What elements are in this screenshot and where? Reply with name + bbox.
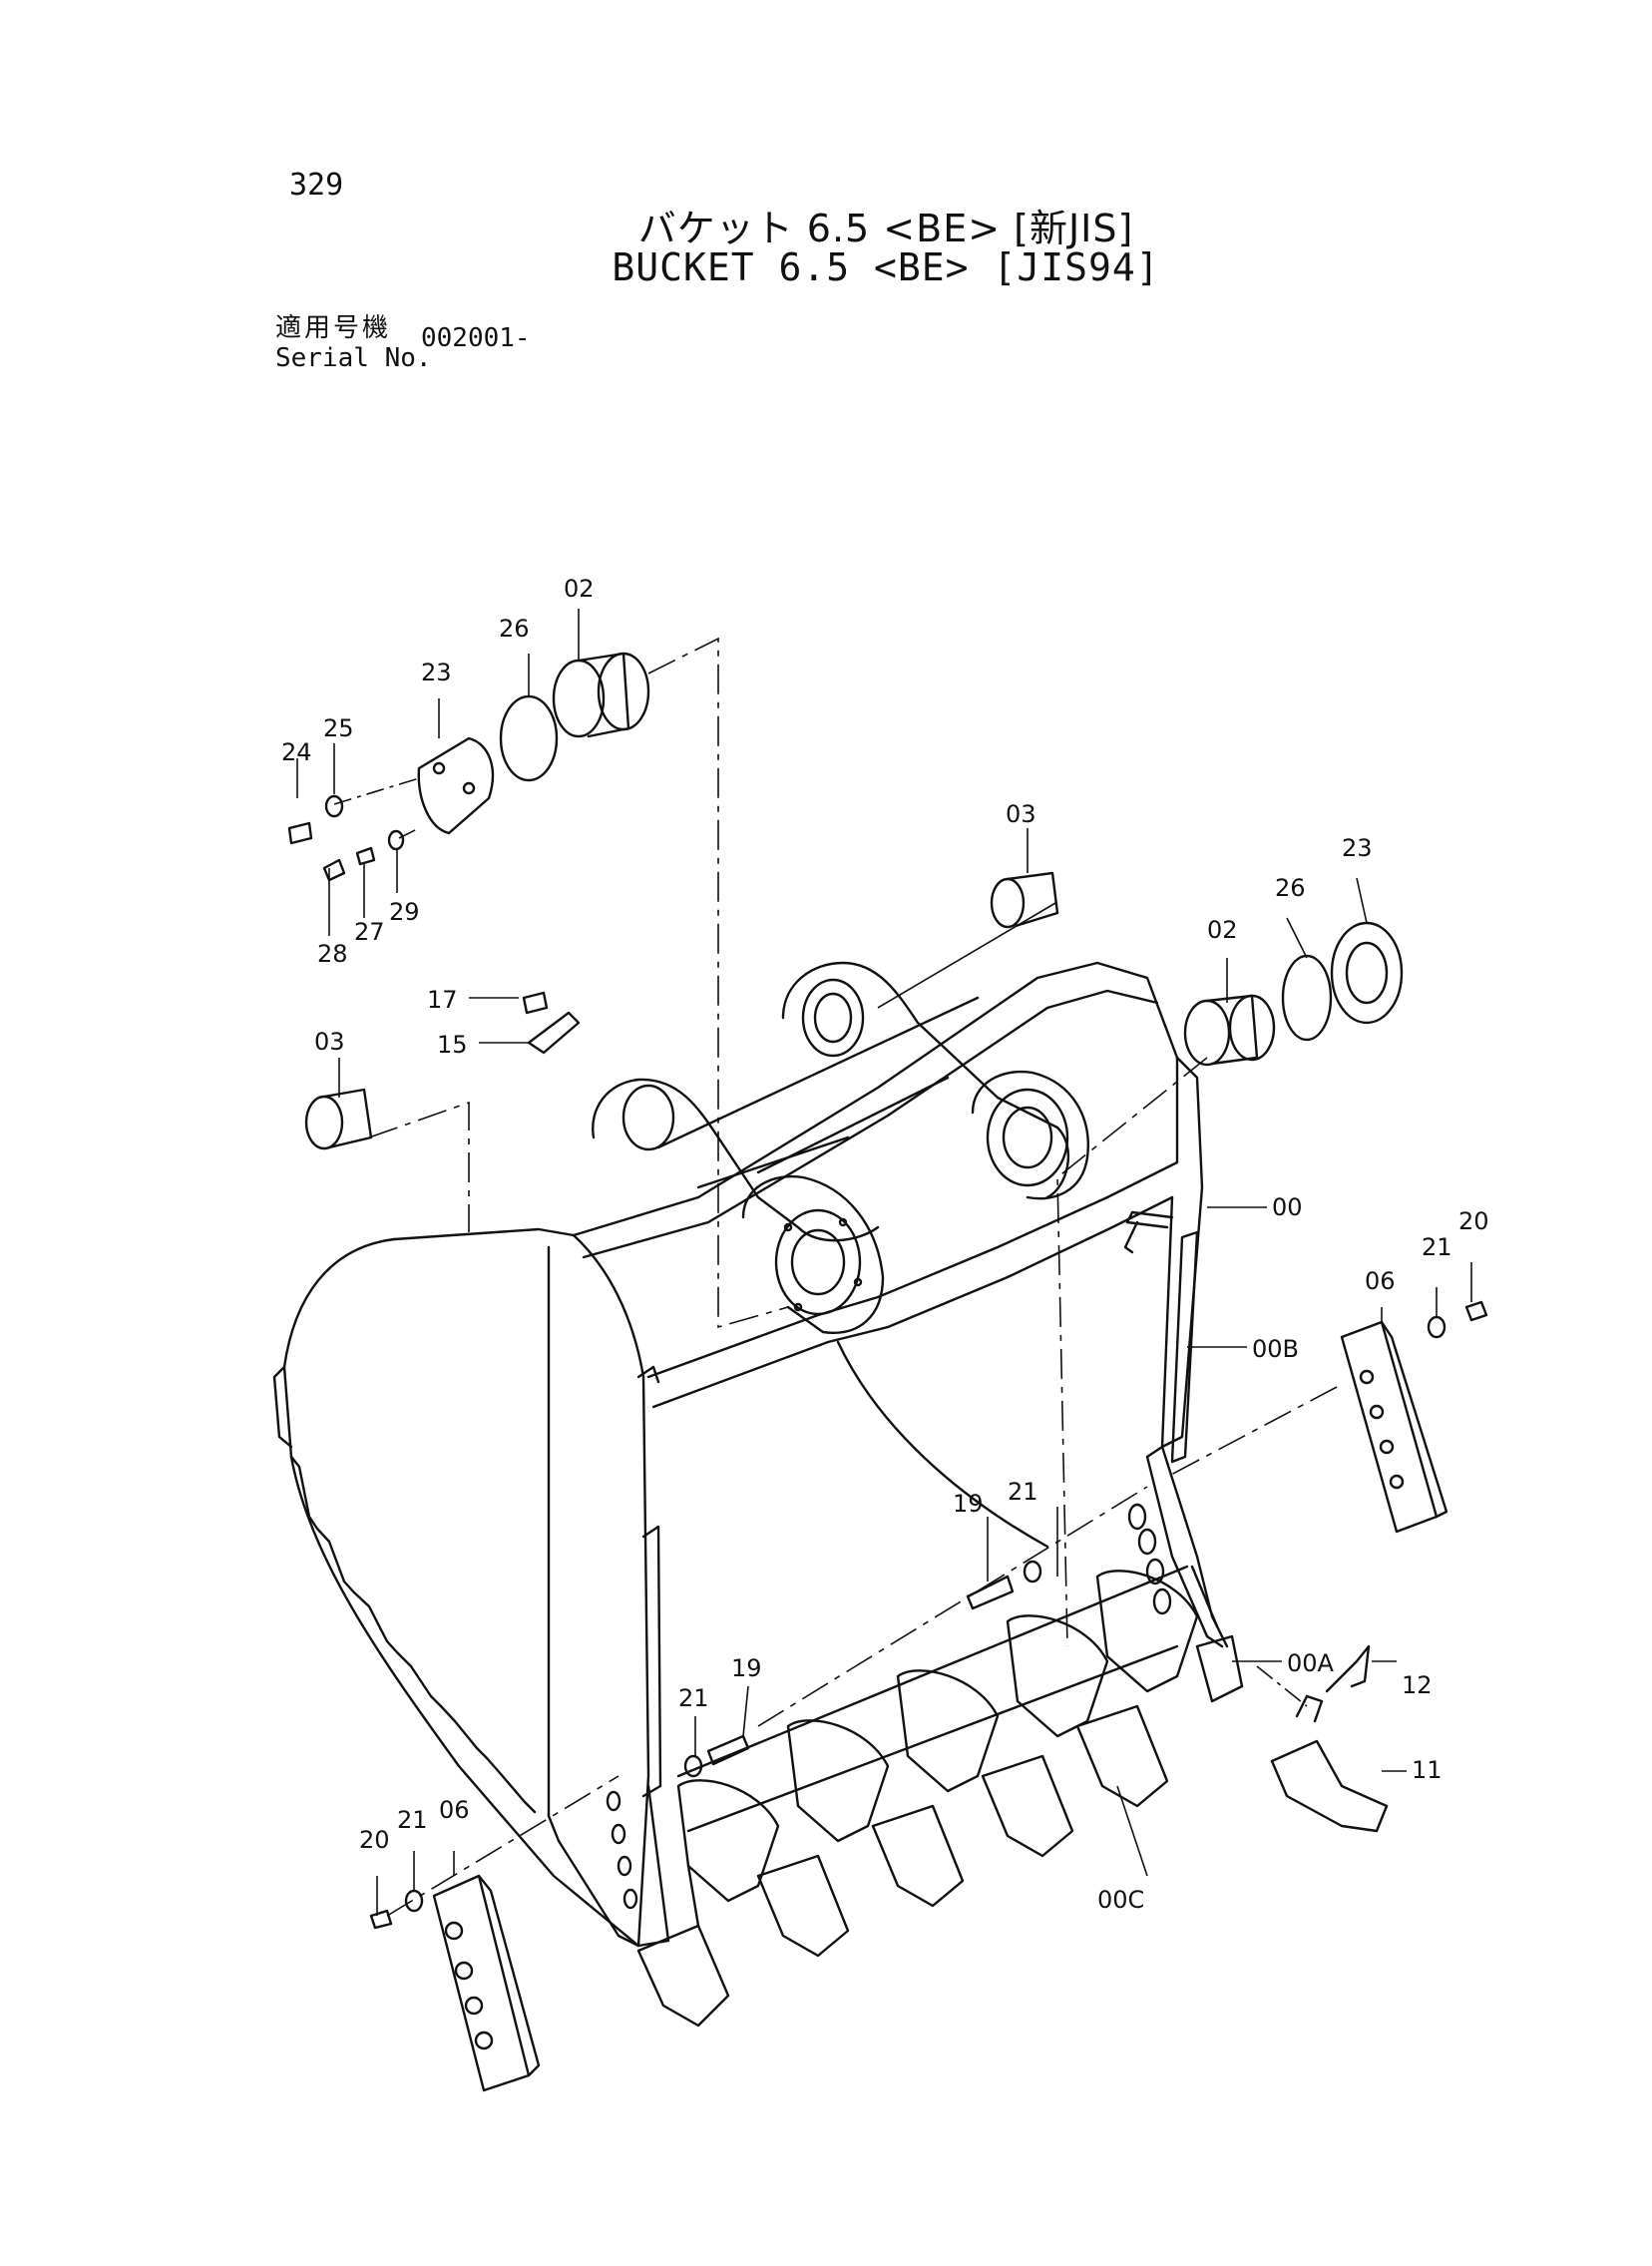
page-title-en: BUCKET 6.5 <BE> [JIS94]: [612, 245, 1160, 289]
left-pin-parts: [287, 652, 1404, 1150]
leader-lines: [296, 609, 1472, 1917]
bucket-body: [272, 961, 1229, 1948]
callout-21-right: 21: [1422, 1233, 1452, 1261]
callout-12: 12: [1402, 1671, 1433, 1699]
callout-02-left: 02: [564, 575, 595, 603]
callout-27: 27: [354, 918, 385, 946]
callout-06-left: 06: [439, 1796, 470, 1824]
callout-06-right: 06: [1365, 1267, 1396, 1295]
callout-25: 25: [323, 714, 354, 742]
callout-00A: 00A: [1287, 1649, 1335, 1677]
boss-brackets: [592, 961, 1089, 1334]
callout-17: 17: [427, 986, 458, 1014]
callout-21-mid: 21: [1008, 1478, 1038, 1506]
callout-24: 24: [281, 738, 312, 766]
serial-value: 002001-: [421, 323, 531, 353]
callout-02-right: 02: [1207, 916, 1238, 944]
callout-23-right: 23: [1342, 834, 1373, 862]
callout-labels: 02 26 23 24 25 28 27 29 03 03 17 15 23 2…: [281, 575, 1489, 1914]
callout-20-right: 20: [1458, 1207, 1489, 1235]
callout-21-lower: 21: [397, 1806, 428, 1834]
callout-19-left: 19: [731, 1654, 762, 1682]
callout-20-left: 20: [359, 1826, 390, 1854]
callout-00: 00: [1272, 1193, 1303, 1221]
serial-label-jp: 適用号機: [275, 313, 392, 343]
callout-21-left: 21: [678, 1684, 709, 1712]
callout-28: 28: [317, 940, 348, 968]
callout-11: 11: [1412, 1756, 1443, 1784]
callout-03-right: 03: [1006, 800, 1036, 828]
callout-29: 29: [389, 898, 420, 926]
callout-26-right: 26: [1275, 874, 1306, 902]
page-title-jp: バケット 6.5 <BE> [新JIS]: [637, 207, 1134, 250]
callout-00B: 00B: [1252, 1335, 1299, 1363]
callout-23-left: 23: [421, 659, 452, 686]
callout-03-left: 03: [314, 1028, 345, 1056]
page-number: 329: [289, 168, 344, 203]
bucket-teeth: [636, 1565, 1389, 2028]
serial-label-en: Serial No.: [275, 343, 432, 373]
callout-15: 15: [437, 1031, 468, 1059]
callout-00C: 00C: [1097, 1886, 1144, 1914]
side-cutters: [432, 1320, 1448, 2092]
callout-19-mid: 19: [953, 1490, 984, 1518]
fasteners: [369, 1300, 1488, 1930]
callout-26-left: 26: [499, 615, 530, 643]
